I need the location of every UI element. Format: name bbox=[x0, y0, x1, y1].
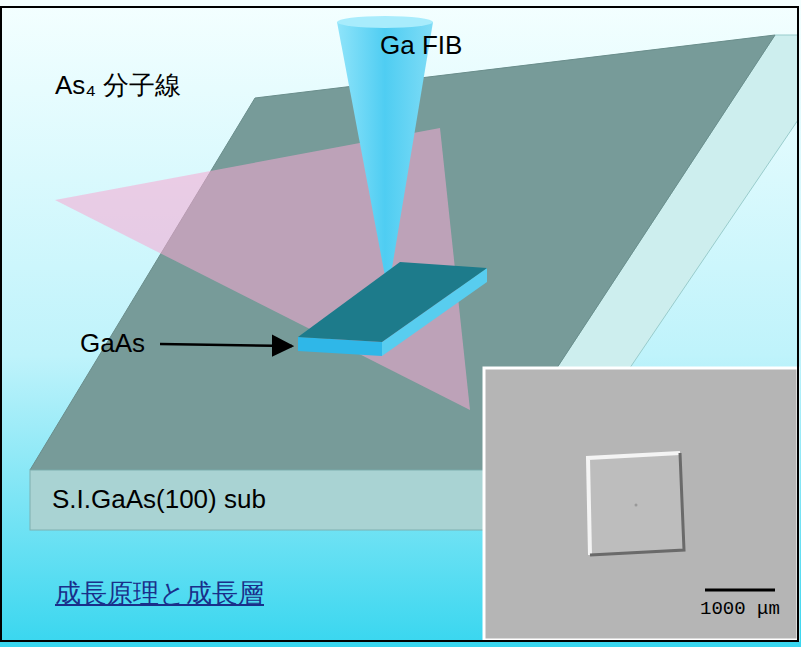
part-label: GaAs bbox=[80, 328, 145, 359]
square-shadow-edge bbox=[590, 453, 684, 555]
dot bbox=[635, 504, 638, 507]
fib-cone bbox=[337, 22, 433, 292]
scale-bar bbox=[705, 589, 775, 592]
caption-label: 成長原理と成長層 bbox=[55, 576, 264, 611]
inset-photo bbox=[484, 368, 798, 640]
substrate-front bbox=[30, 470, 490, 530]
beam-label: As₄ 分子線 bbox=[55, 68, 181, 103]
scale-label: 1000 μm bbox=[700, 598, 780, 620]
substrate-label: S.I.GaAs(100) sub bbox=[52, 484, 468, 515]
frame bbox=[1, 7, 798, 641]
square-lit-edge bbox=[588, 453, 680, 555]
pointer-arrow bbox=[160, 344, 292, 346]
grown-square bbox=[588, 453, 684, 555]
gaas-top bbox=[298, 262, 487, 342]
substrate-slab: S.I.GaAs(100) sub bbox=[30, 470, 490, 530]
fib-cone-top bbox=[337, 16, 433, 28]
beam-label: Ga FIB bbox=[380, 30, 462, 61]
